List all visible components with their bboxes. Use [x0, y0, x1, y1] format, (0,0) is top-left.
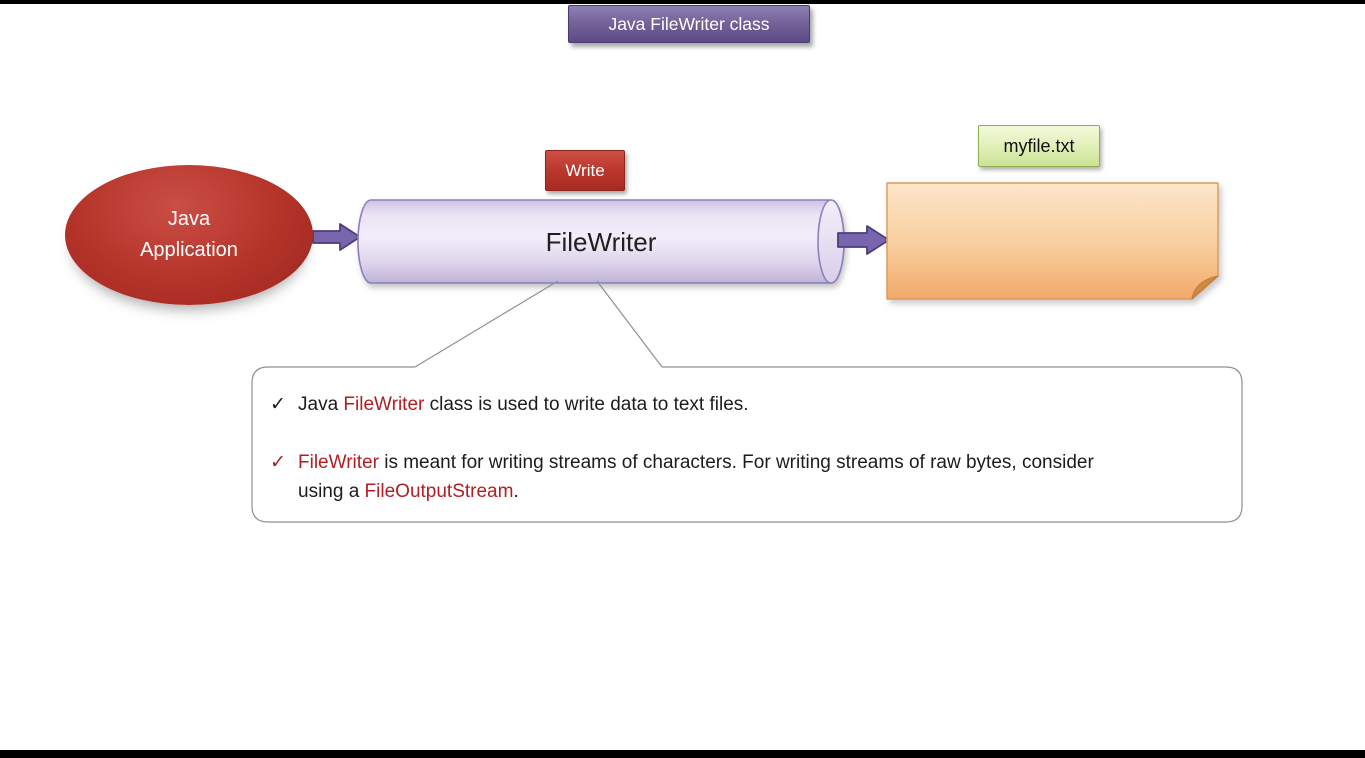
- callout-tail-lines: [414, 280, 663, 368]
- title-banner: Java FileWriter class: [568, 5, 810, 43]
- document-shape: [886, 182, 1219, 300]
- callout-bullet: ✓ Java FileWriter class is used to write …: [270, 390, 1220, 419]
- top-border-bar: [0, 0, 1365, 4]
- bullet-text: FileWriter is meant for writing streams …: [298, 452, 1094, 502]
- callout-bullets: ✓ Java FileWriter class is used to write …: [270, 390, 1220, 506]
- myfile-label-text: myfile.txt: [1003, 135, 1075, 156]
- callout-box: [251, 366, 1243, 523]
- java-application-node: Java Application: [65, 165, 313, 305]
- write-badge: Write: [545, 150, 625, 191]
- java-application-label-line2: Application: [140, 239, 238, 261]
- check-icon: ✓: [270, 452, 286, 473]
- java-application-label-line1: Java: [167, 208, 211, 230]
- myfile-label: myfile.txt: [978, 125, 1100, 167]
- title-banner-label: Java FileWriter class: [608, 13, 770, 34]
- arrow-filewriter-to-file: [837, 225, 890, 255]
- arrow-app-to-filewriter: [312, 223, 361, 251]
- check-icon: ✓: [270, 394, 286, 415]
- document-folded-corner: [1191, 275, 1219, 300]
- bullet-text: Java FileWriter class is used to write d…: [298, 394, 749, 415]
- filewriter-pipe-label: FileWriter: [545, 227, 657, 257]
- callout-bullet: ✓ FileWriter is meant for writing streams…: [270, 448, 1220, 506]
- bottom-border-bar: [0, 750, 1365, 758]
- write-badge-label: Write: [565, 160, 605, 180]
